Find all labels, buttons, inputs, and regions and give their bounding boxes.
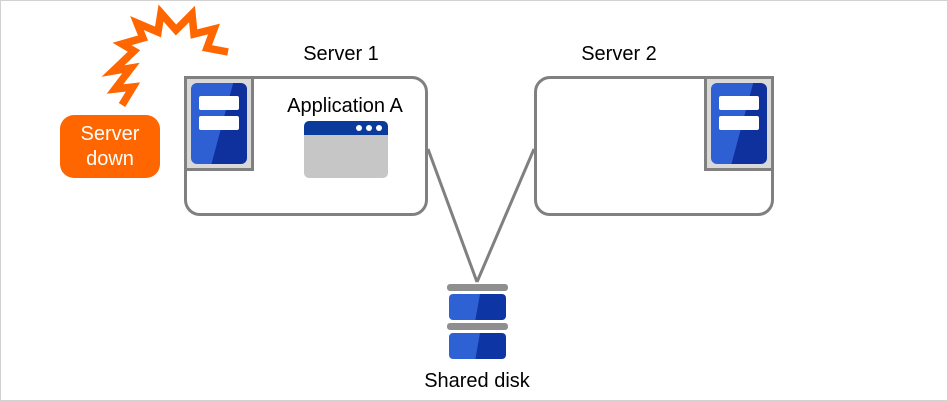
server2-tower-icon: [704, 76, 774, 171]
disk-plate: [449, 294, 506, 320]
application-a-label: Application A: [287, 95, 403, 117]
application-window-icon: [304, 121, 388, 178]
server-down-label-line1: Server: [80, 122, 140, 145]
window-body: [304, 135, 388, 178]
drive-bay-slot: [719, 116, 759, 130]
window-titlebar: [304, 121, 388, 135]
titlebar-dot: [376, 125, 382, 131]
server-down-badge: Server down: [60, 115, 160, 178]
server1-label: Server 1: [303, 43, 379, 65]
connector-server2-disk: [475, 148, 536, 283]
disk-top-bar: [447, 284, 508, 291]
server-tower-body: [711, 83, 767, 164]
shared-disk-icon: [447, 284, 508, 359]
shared-disk-label: Shared disk: [424, 370, 530, 392]
disk-plate: [449, 333, 506, 359]
drive-bay-slot: [199, 116, 239, 130]
connector-server1-disk: [426, 148, 479, 283]
server1-tower-icon: [184, 76, 254, 171]
drive-bay-slot: [199, 96, 239, 110]
titlebar-dot: [366, 125, 372, 131]
drive-bay-slot: [719, 96, 759, 110]
server2-label: Server 2: [581, 43, 657, 65]
server-tower-body: [191, 83, 247, 164]
server-down-label-line2: down: [86, 147, 134, 170]
disk-middle-bar: [447, 323, 508, 330]
titlebar-dot: [356, 125, 362, 131]
